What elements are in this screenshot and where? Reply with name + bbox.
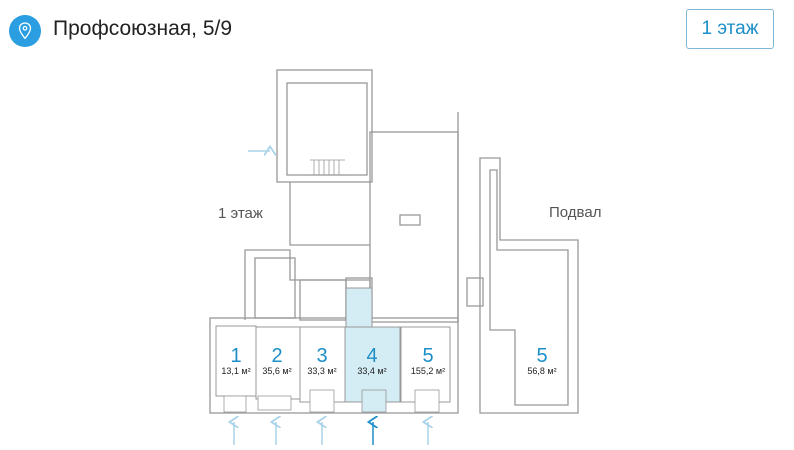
unit-number: 5 (536, 345, 547, 367)
unit-area: 33,4 м² (357, 366, 386, 376)
basement-label: Подвал (549, 204, 601, 221)
unit-number: 5 (422, 345, 433, 367)
unit-area: 56,8 м² (527, 366, 556, 376)
location-pin-icon (9, 15, 41, 47)
unit-area: 13,1 м² (221, 366, 250, 376)
unit-4[interactable]: 4 33,4 м² (344, 287, 401, 403)
unit-number: 1 (230, 345, 241, 367)
unit-area: 33,3 м² (307, 366, 336, 376)
unit-3[interactable]: 3 33,3 м² (299, 326, 346, 403)
address-title: Профсоюзная, 5/9 (53, 17, 233, 40)
basement-unit-5[interactable]: 5 56,8 м² (527, 345, 556, 376)
unit-area: 155,2 м² (411, 366, 445, 376)
entrance-doors (223, 389, 440, 413)
unit-1[interactable]: 1 13,1 м² (215, 325, 257, 397)
unit-area: 35,6 м² (262, 366, 291, 376)
floor-select-button[interactable]: 1 этаж (686, 9, 774, 49)
floor-label: 1 этаж (218, 205, 263, 222)
unit-number: 2 (271, 345, 282, 367)
unit-number: 4 (366, 345, 377, 367)
unit-number: 3 (316, 345, 327, 367)
unit-2[interactable]: 2 35,6 м² (255, 326, 301, 400)
unit-5[interactable]: 5 155,2 м² (400, 326, 451, 403)
plan-walls (209, 69, 579, 414)
